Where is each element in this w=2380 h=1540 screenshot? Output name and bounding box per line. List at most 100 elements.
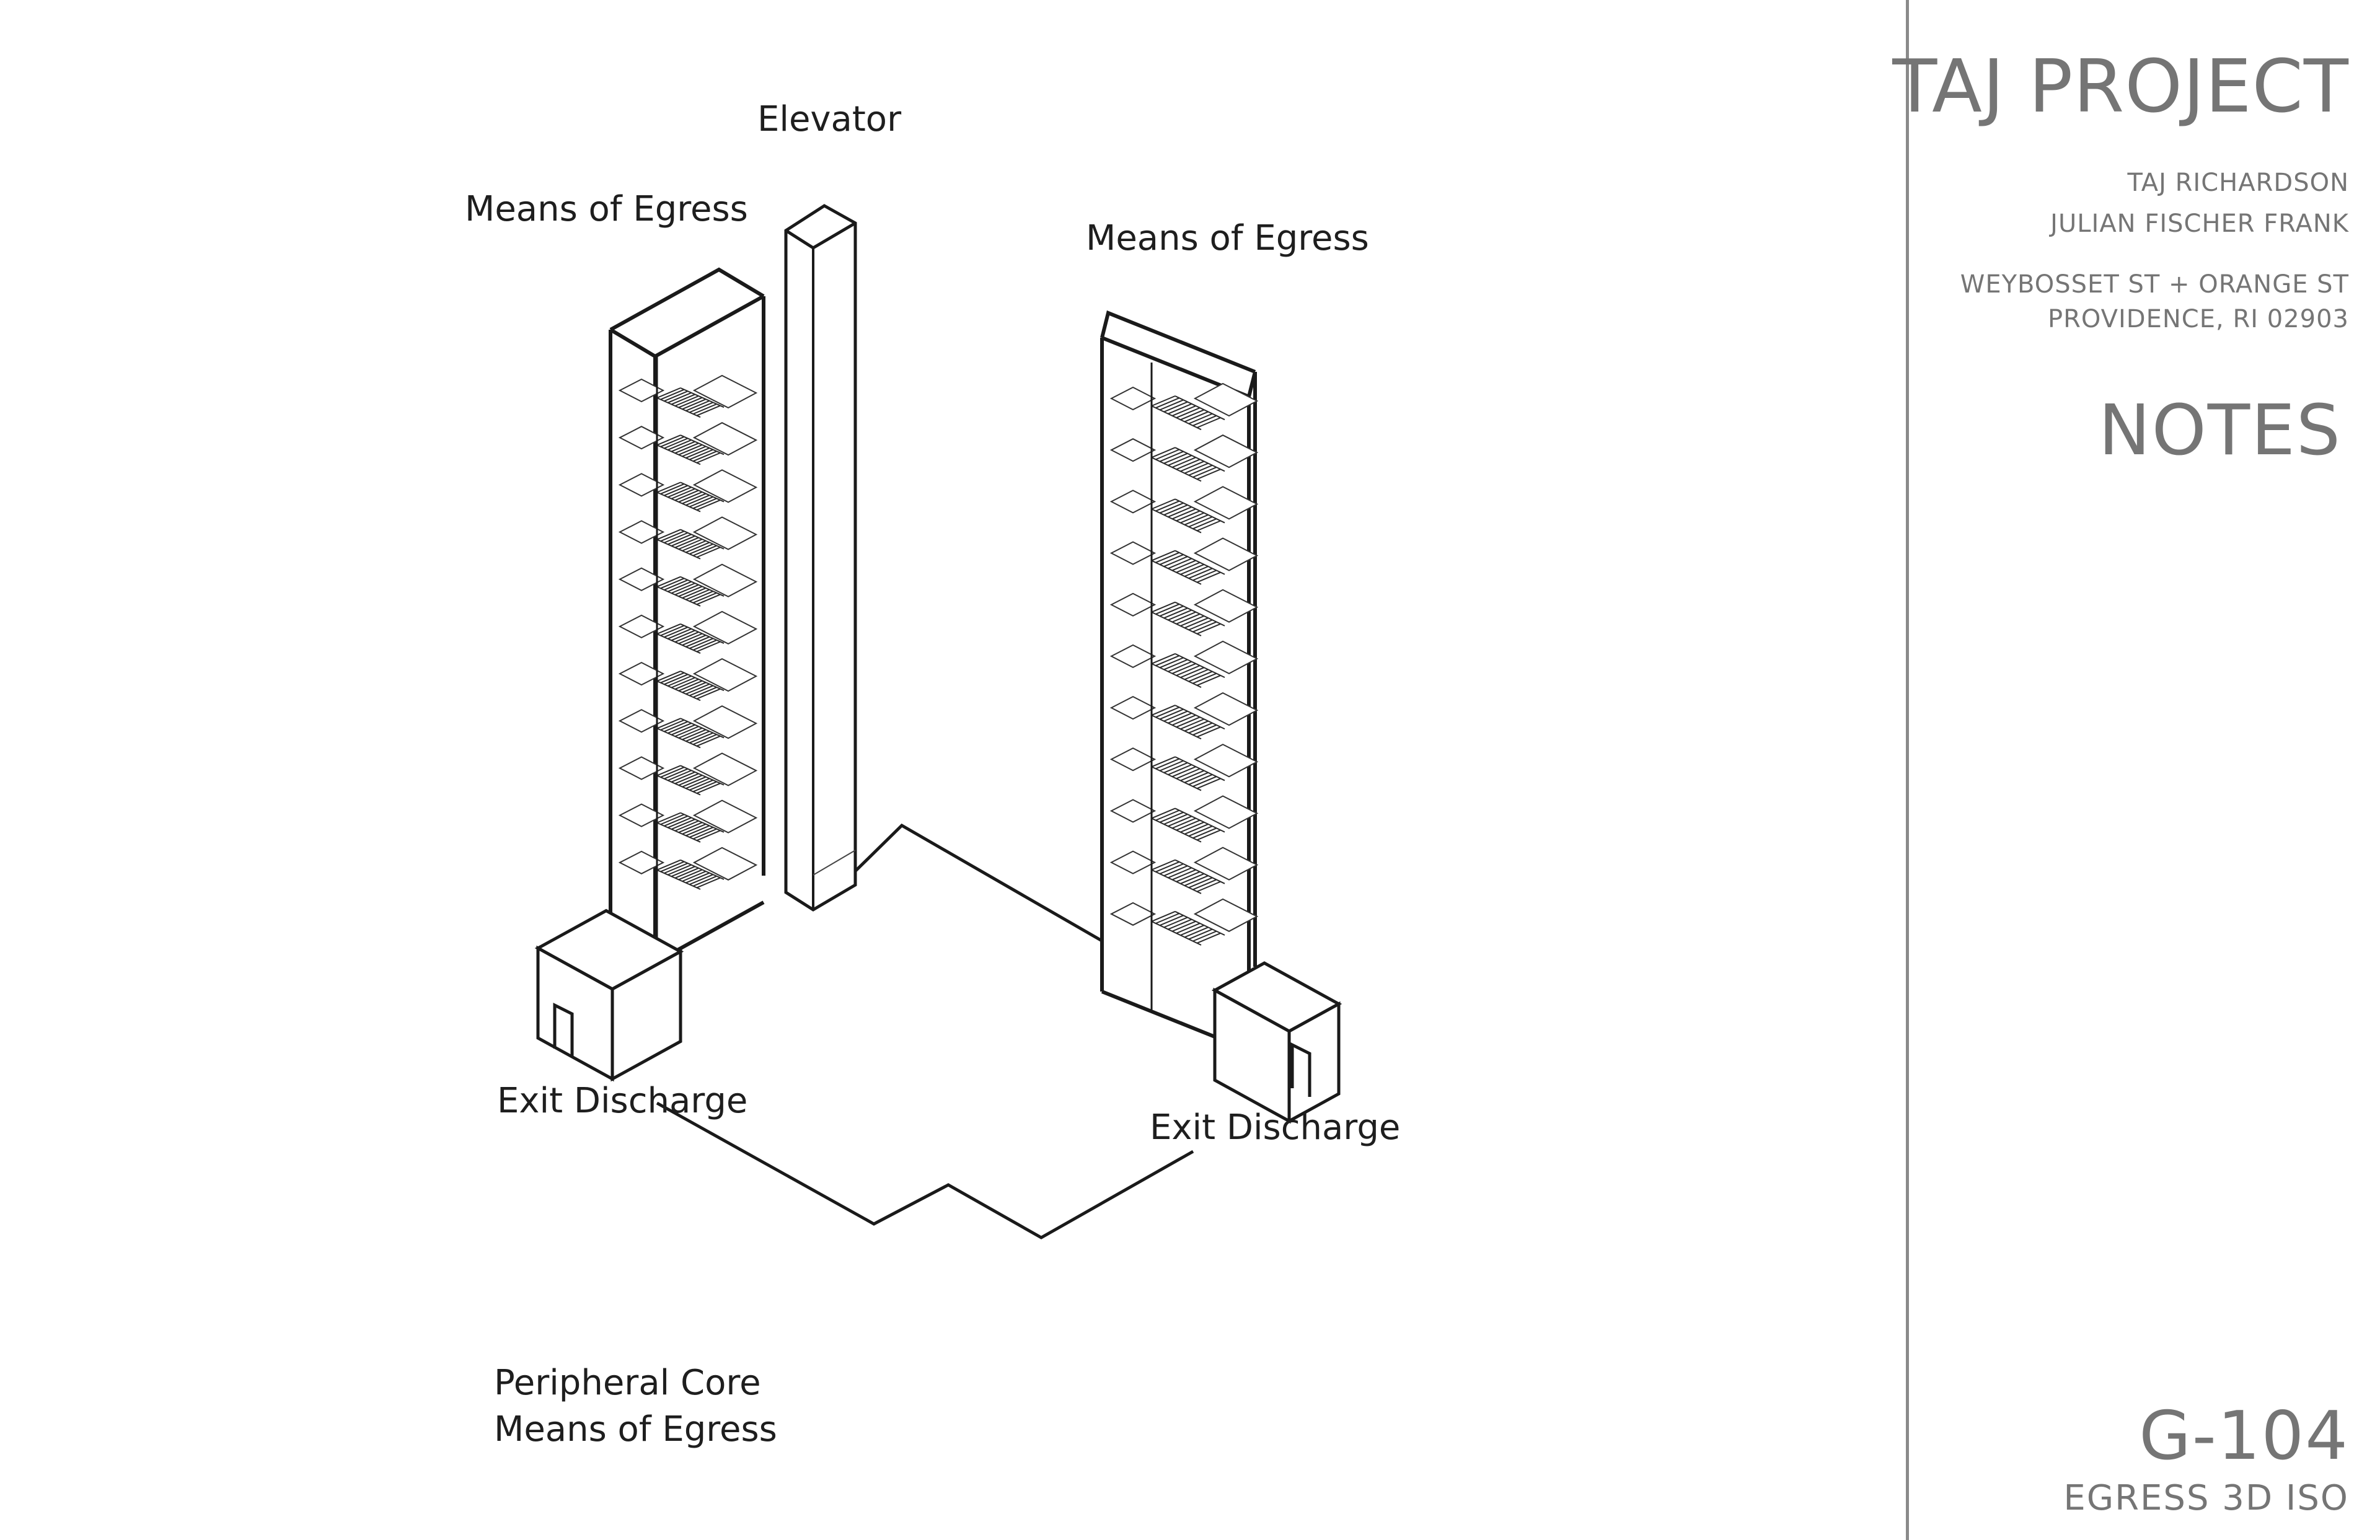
stair-tread [674, 679, 699, 690]
stair-tread [685, 400, 710, 411]
stair-tread [664, 390, 689, 402]
stair-tread [1155, 758, 1180, 770]
stair-tread [682, 776, 707, 788]
stair-stringer [656, 586, 701, 607]
stair-stringer [1151, 715, 1202, 740]
stair-landing [618, 426, 665, 450]
stair-tread [674, 773, 699, 785]
stair-tread [664, 674, 689, 685]
stair-tread [660, 530, 685, 542]
stair-tread [1184, 566, 1209, 577]
stair-tread [656, 529, 681, 540]
stair-stringer [1151, 817, 1202, 843]
stair-tread [656, 765, 681, 777]
stair-tread [1155, 809, 1180, 821]
stair-landing [1193, 795, 1259, 829]
stair-tread [1180, 873, 1205, 884]
stair-tread [1184, 720, 1209, 732]
stair-tread [664, 863, 689, 874]
stair-tread [678, 539, 703, 550]
stair-tread [668, 392, 692, 403]
stair-tread [1192, 776, 1217, 788]
stair-tread [668, 534, 692, 545]
stair-tread [656, 671, 681, 682]
stair-tread [1159, 760, 1184, 772]
stair-landing [1193, 537, 1259, 571]
stair-landing [1109, 490, 1157, 514]
stair-tread [656, 387, 681, 398]
stair-tread [1151, 395, 1176, 407]
stair-tread [682, 398, 707, 410]
stair-landing [692, 563, 758, 597]
stair-stringer [1151, 869, 1202, 894]
floor-edge-front [656, 1101, 1194, 1239]
stair-tread [1163, 710, 1188, 722]
stair-tread [1168, 918, 1192, 930]
stair-landing [1109, 644, 1157, 669]
stair-tread [1151, 705, 1176, 716]
stair-tread [1192, 827, 1217, 839]
stair-tread [682, 446, 707, 457]
stair-tread [1196, 932, 1221, 944]
stair-tread [682, 729, 707, 741]
stair-tread [1192, 672, 1217, 684]
stair-tread [1188, 928, 1213, 940]
stair-tread [1176, 613, 1201, 625]
stair-stringer [680, 765, 725, 786]
stair-tread [682, 871, 707, 882]
stair-tread [664, 579, 689, 591]
stair-tread [1192, 621, 1217, 633]
stair-tread [1176, 871, 1201, 882]
stair-tread [696, 688, 721, 700]
stair-tread [674, 584, 699, 596]
stair-tread [1184, 411, 1209, 423]
stair-tread [664, 768, 689, 780]
stair-landing [618, 614, 665, 639]
drawing-area: Elevator Means of Egress Means of Egress… [465, 99, 1400, 1450]
stair-landing [1193, 847, 1259, 881]
tower-roof-back [1100, 310, 1256, 374]
stair-tread [1196, 881, 1221, 892]
stair-landing [1109, 592, 1157, 617]
stair-tread [1184, 875, 1209, 887]
stair-tread [685, 447, 710, 459]
exit-door [553, 1002, 574, 1057]
stair-tread [1163, 917, 1188, 928]
stair-tread [664, 721, 689, 733]
stair-tread [1196, 623, 1221, 635]
stair-landing [692, 799, 758, 834]
stair-tread [664, 627, 689, 638]
stair-tread [1163, 556, 1188, 568]
stair-tread [696, 405, 721, 416]
stair-tread [1155, 449, 1180, 460]
stair-tread [1188, 619, 1213, 631]
stair-landing [692, 516, 758, 550]
stair-stringer [1175, 756, 1225, 781]
stair-tread [1159, 708, 1184, 720]
stair-tread [1159, 553, 1184, 565]
stair-tread [685, 495, 710, 506]
stair-tread [1151, 756, 1176, 768]
stair-tread [671, 630, 695, 641]
stair-tread [1163, 452, 1188, 464]
stair-tread [678, 775, 703, 786]
stair-tread [660, 672, 685, 684]
stair-tread [664, 532, 689, 543]
stair-tread [678, 586, 703, 597]
stair-tread [1151, 601, 1176, 613]
caption-line-2: Means of Egress [494, 1409, 777, 1450]
stair-tread [678, 680, 703, 692]
stair-tread [689, 874, 713, 886]
stair-tread [1168, 712, 1192, 724]
stair-landing [1109, 747, 1157, 772]
stair-stringer [680, 718, 725, 739]
stair-tread [696, 641, 721, 653]
stair-tread [1180, 615, 1205, 627]
stair-tread [1155, 500, 1180, 512]
stair-tread [1188, 877, 1213, 889]
stair-landing [692, 469, 758, 503]
stair-tread [1180, 460, 1205, 472]
stair-landing [1109, 386, 1157, 411]
exit-box-side [1287, 1001, 1341, 1124]
stair-tread [674, 490, 699, 501]
